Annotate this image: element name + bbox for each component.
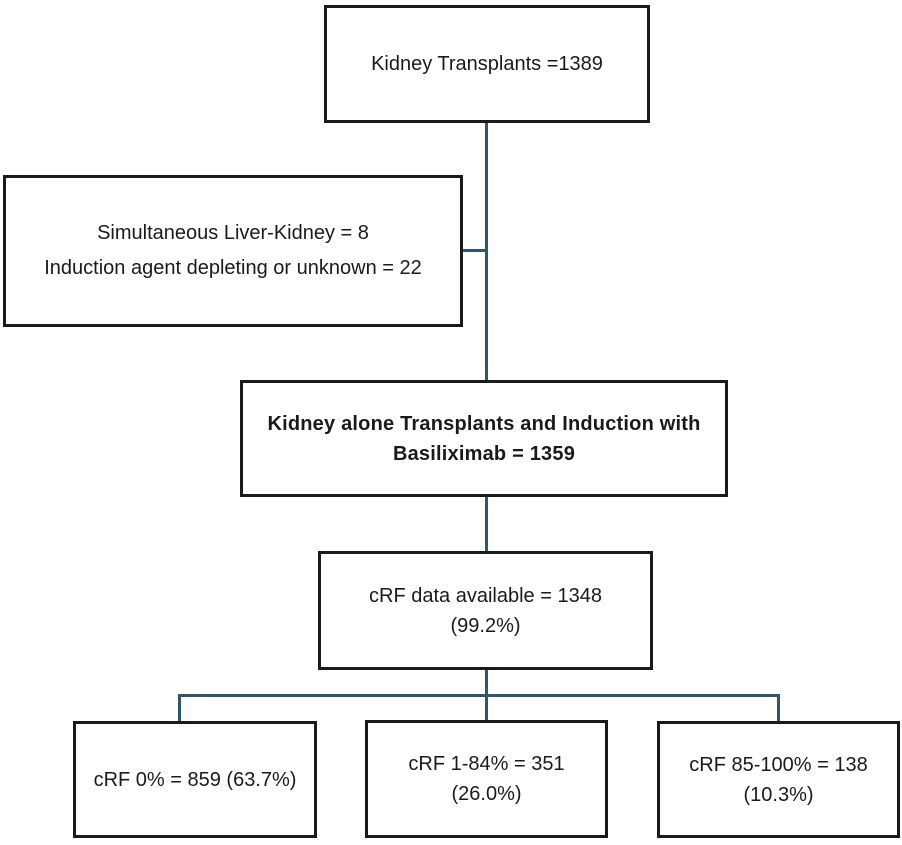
connector-branch-horizontal [178,694,780,697]
node-kidney-alone-line2: Basiliximab = 1359 [392,442,576,465]
node-exclusions-line1: Simultaneous Liver-Kidney = 8 [97,222,369,244]
connector-drop-right [777,694,780,721]
node-crf-1-84-line1: cRF 1-84% = 351 [408,753,565,775]
node-crf-85-100: cRF 85-100% = 138 (10.3%) [657,721,900,838]
node-crf-available: cRF data available = 1348 (99.2%) [318,551,653,670]
node-crf-0: cRF 0% = 859 (63.7%) [73,721,317,838]
node-crf-85-100-line2: (10.3%) [743,783,814,806]
connector-kidney-alone-to-crf [485,497,488,551]
node-crf-85-100-line1: cRF 85-100% = 138 [689,753,868,776]
node-kidney-transplants-text: Kidney Transplants =1389 [371,53,603,75]
node-crf-1-84-line2: (26.0%) [451,783,522,805]
connector-drop-left [178,694,181,721]
node-kidney-transplants: Kidney Transplants =1389 [324,5,650,123]
connector-crf-to-branch [485,670,488,697]
node-kidney-alone-line1: Kidney alone Transplants and Induction w… [267,412,701,435]
node-crf-available-line2: (99.2%) [450,614,521,637]
node-crf-1-84: cRF 1-84% = 351 (26.0%) [365,720,608,838]
node-exclusions: Simultaneous Liver-Kidney = 8 Induction … [3,175,463,327]
node-crf-available-line1: cRF data available = 1348 [369,584,602,607]
node-kidney-alone-basiliximab: Kidney alone Transplants and Induction w… [240,380,728,497]
node-crf-0-text: cRF 0% = 859 (63.7%) [93,768,297,791]
node-exclusions-line2: Induction agent depleting or unknown = 2… [44,257,422,279]
connector-exclusions-branch [463,249,487,252]
connector-drop-middle [485,694,488,720]
